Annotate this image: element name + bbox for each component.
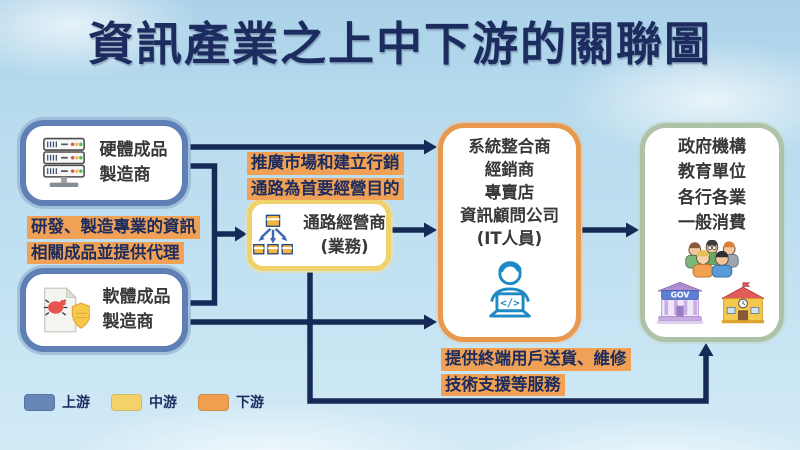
code-glyph: </> [500,296,519,309]
integrator-label-line: 系統整合商 [468,137,551,156]
consumer-label-line: 政府機構 [678,136,746,157]
downstream-note: 提供終端用戶送貨、維修 技術支援等服務 [441,348,631,399]
downstream-note-line: 技術支援等服務 [441,373,565,397]
server-rack-icon [41,137,87,189]
midstream-note: 推廣市場和建立行銷 通路為首要經營目的 [247,152,404,203]
upstream-note-line: 研發、製造專業的資訊 [27,216,200,239]
legend-item-downstream: 下游 [198,392,264,412]
arrowhead [626,222,639,238]
integrator-box: 系統整合商 經銷商 專賣店 資訊顧問公司 (IT人員) </> [438,123,581,342]
consumer-box: 政府機構 教育單位 各行各業 一般消費 [640,123,784,342]
people-group-icon [681,239,743,278]
channel-label-line: 通路經營商 [303,213,386,232]
consumer-label-line: 一般消費 [678,213,746,233]
legend-label: 下游 [236,395,264,411]
hardware-label-line: 製造商 [99,165,151,185]
gov-sign-label: GOV [670,290,689,299]
integrator-label-line: 專賣店 [484,183,535,202]
integrator-label-line: 資訊顧問公司 [460,206,559,225]
downstream-color-swatch [198,393,229,411]
channel-label-line: (業務) [320,237,369,256]
consumer-label-line: 各行各業 [678,187,746,208]
upstream-note-line: 相關成品並提供代理 [27,241,184,265]
bug-shield-document-icon [38,285,90,335]
midstream-color-swatch [111,393,142,411]
hardware-manufacturer-box: 硬體成品 製造商 [20,120,188,206]
legend-item-midstream: 中游 [111,392,177,412]
legend-label: 上游 [62,395,90,411]
midstream-note-line: 通路為首要經營目的 [247,177,404,201]
midstream-note-line: 推廣市場和建立行銷 [247,152,404,175]
software-label-line: 軟體成品 [102,287,171,307]
upstream-color-swatch [24,393,55,411]
arrowhead [424,139,437,155]
page-title: 資訊產業之上中下游的關聯圖 [88,17,712,71]
downstream-note-line: 提供終端用戶送貨、維修 [441,348,631,371]
legend: 上游 中游 下游 [24,392,264,412]
arrowhead [698,343,714,356]
government-building-icon: GOV [656,281,704,325]
arrowhead [235,226,247,242]
channel-operator-box: 通路經營商 (業務) [247,199,391,271]
integrator-label-line: 經銷商 [484,160,535,179]
legend-label: 中游 [149,395,177,411]
arrowhead [424,222,437,238]
software-label-line: 製造商 [102,312,154,332]
software-manufacturer-box: 軟體成品 製造商 [20,268,188,352]
school-building-icon [717,281,769,325]
distribution-boxes-icon [252,214,294,256]
hardware-label-line: 硬體成品 [99,140,168,160]
consumer-label-line: 教育單位 [678,162,746,182]
it-person-laptop-icon: </> [479,256,541,320]
arrowhead [424,314,437,330]
upstream-note: 研發、製造專業的資訊 相關成品並提供代理 [27,216,200,267]
legend-item-upstream: 上游 [24,392,90,412]
integrator-label-line: (IT人員) [476,229,543,248]
arrow-channel-to-consumer-loop [307,272,709,404]
